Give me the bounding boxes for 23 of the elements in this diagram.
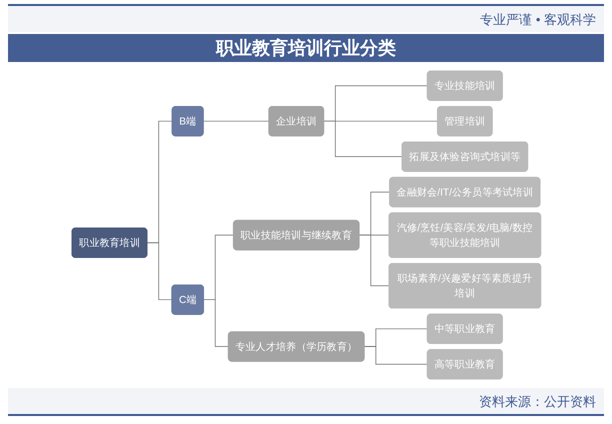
connector-line <box>202 120 269 122</box>
title: 职业教育培训行业分类 <box>8 34 604 62</box>
category-box: 中等职业教育 <box>426 314 502 344</box>
connector-line <box>323 120 402 157</box>
slogan: 专业严谨 • 客观科学 <box>480 11 596 29</box>
category-box: 专业人才培养（学历教育） <box>228 331 364 362</box>
category-box: 金融财会/IT/公务员等考试培训 <box>388 176 540 208</box>
category-box: B端 <box>171 106 204 136</box>
category-box: 高等职业教育 <box>426 349 502 380</box>
connector-line <box>146 242 172 300</box>
category-box: C端 <box>171 284 204 315</box>
source-note: 资料来源：公开资料 <box>479 393 596 411</box>
connector-line <box>202 299 228 347</box>
category-box: 汽修/烹饪/美容/美发/电脑/数控等职业技能培训 <box>388 212 541 258</box>
connector-line <box>358 234 389 286</box>
category-box: 专业技能培训 <box>426 70 502 101</box>
category-box: 管理培训 <box>436 106 492 136</box>
category-box: 企业培训 <box>268 106 324 136</box>
category-box: 拓展及体验咨询式培训等 <box>401 141 528 172</box>
category-box: 职场素养/兴趣爱好等素质提升培训 <box>388 262 541 309</box>
connector-line <box>364 346 428 365</box>
category-box: 职业教育培训 <box>71 228 148 258</box>
category-box: 职业技能培训与继续教育 <box>232 220 360 250</box>
